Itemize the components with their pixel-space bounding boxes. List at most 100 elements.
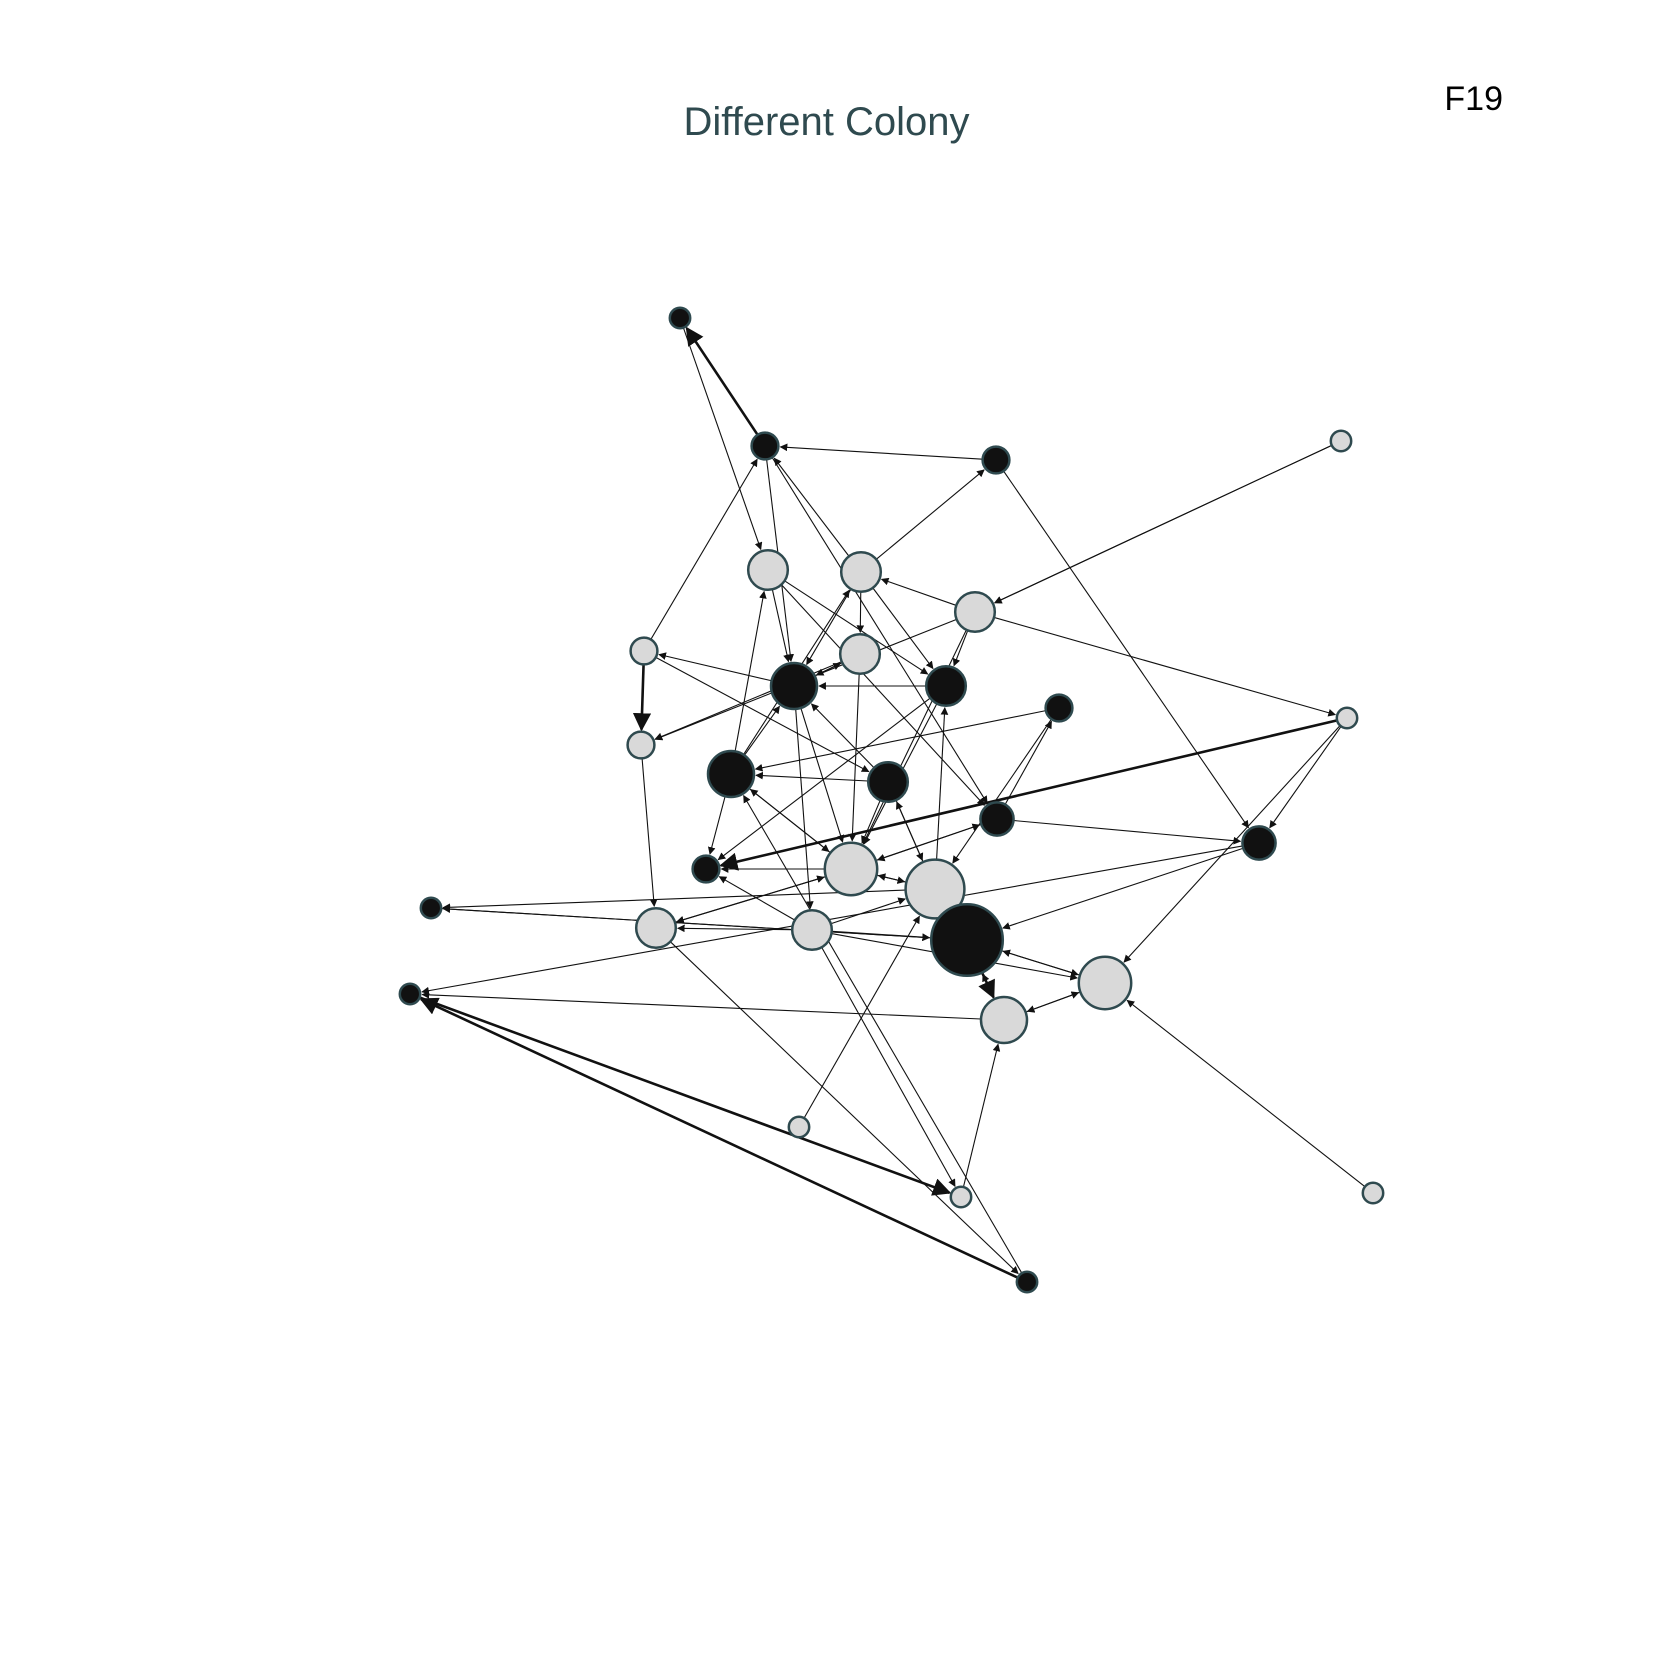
edge-n2-n1 xyxy=(685,326,759,436)
node-n4 xyxy=(1329,429,1353,453)
edge-n24-n20 xyxy=(674,875,825,923)
edge-n20-n16 xyxy=(875,823,981,862)
edge-n20-n14 xyxy=(749,789,831,854)
node-n10 xyxy=(769,661,819,711)
node-n27 xyxy=(398,982,422,1006)
node-n24 xyxy=(634,906,678,950)
node-n9 xyxy=(629,636,659,666)
edge-n24-n32 xyxy=(669,941,1019,1275)
node-n13 xyxy=(1044,693,1074,723)
edge-n21-n20 xyxy=(877,873,907,883)
edge-layer xyxy=(419,326,1366,1279)
node-n6 xyxy=(839,550,883,594)
edge-n13-n14 xyxy=(754,710,1046,772)
node-n2 xyxy=(750,431,780,461)
node-n22 xyxy=(929,902,1005,978)
node-n23 xyxy=(419,896,443,920)
edge-n21-n11 xyxy=(936,706,949,860)
edge-n25-n18 xyxy=(718,876,796,921)
edge-n25-n21 xyxy=(830,897,906,925)
edge-n19-n27 xyxy=(421,845,1243,995)
edge-n9-n15 xyxy=(655,656,870,773)
node-n21 xyxy=(904,858,966,920)
node-n30 xyxy=(787,1115,811,1139)
edge-n10-n8 xyxy=(814,663,842,677)
edge-n17-n19 xyxy=(1269,726,1342,829)
node-n5 xyxy=(746,548,790,592)
edge-n2-n16 xyxy=(771,457,988,804)
edge-n28-n27 xyxy=(421,990,982,1020)
edge-n30-n21 xyxy=(803,915,920,1119)
edge-n28-n22 xyxy=(982,973,995,1000)
node-layer xyxy=(398,306,1385,1294)
edge-n6-n2 xyxy=(773,457,850,557)
edge-n6-n11 xyxy=(872,587,934,670)
node-n1 xyxy=(668,306,692,330)
edge-n32-n14 xyxy=(743,794,1023,1274)
edge-n22-n23 xyxy=(442,905,932,939)
panel-label: F19 xyxy=(1444,80,1503,118)
edge-n6-n10 xyxy=(806,588,852,666)
edge-n29-n28 xyxy=(962,1043,1001,1188)
node-n18 xyxy=(691,854,721,884)
edge-n7-n17 xyxy=(993,616,1337,717)
edge-n10-n25 xyxy=(795,708,814,910)
edge-n3-n2 xyxy=(779,443,983,460)
node-n32 xyxy=(1015,1270,1039,1294)
edge-n4-n7 xyxy=(994,444,1332,604)
node-n25 xyxy=(790,908,834,952)
edge-n9-n12 xyxy=(632,664,652,732)
edge-n26-n22 xyxy=(1002,949,1081,976)
node-n29 xyxy=(949,1185,973,1209)
edge-n6-n3 xyxy=(875,469,985,560)
node-n17 xyxy=(1335,706,1359,730)
edge-n3-n19 xyxy=(1003,470,1249,829)
edge-n31-n26 xyxy=(1126,999,1366,1188)
edge-n25-n29 xyxy=(821,947,956,1188)
edge-n15-n10 xyxy=(810,703,875,769)
edge-n10-n9 xyxy=(658,652,772,682)
edge-n14-n10 xyxy=(743,705,780,756)
node-n26 xyxy=(1077,955,1133,1011)
edge-n21-n15 xyxy=(896,801,924,863)
edge-n1-n5 xyxy=(682,327,763,551)
edge-n17-n18 xyxy=(719,719,1338,871)
edge-n17-n26 xyxy=(1123,725,1341,963)
edge-n9-n2 xyxy=(650,458,758,640)
edge-n16-n13 xyxy=(1004,720,1052,805)
edge-n15-n20 xyxy=(861,800,881,844)
edge-n32-n27 xyxy=(419,997,1019,1279)
edge-n12-n24 xyxy=(641,758,658,908)
node-n15 xyxy=(866,760,910,804)
edge-n10-n20 xyxy=(800,707,845,843)
node-n14 xyxy=(706,749,756,799)
edge-n8-n20 xyxy=(848,673,860,842)
node-n28 xyxy=(979,995,1029,1045)
node-n31 xyxy=(1361,1181,1385,1205)
diagram-title: Different Colony xyxy=(683,100,970,144)
node-n20 xyxy=(823,841,879,897)
edge-n26-n28 xyxy=(1026,991,1081,1013)
node-n8 xyxy=(838,632,882,676)
edge-n15-n14 xyxy=(755,771,869,782)
node-n3 xyxy=(981,445,1011,475)
edge-n21-n23 xyxy=(442,889,906,912)
node-n11 xyxy=(924,664,968,708)
edge-n27-n29 xyxy=(419,996,952,1196)
edge-n7-n6 xyxy=(880,577,957,606)
node-n12 xyxy=(626,730,656,760)
edge-n7-n11 xyxy=(952,630,969,667)
node-n19 xyxy=(1241,825,1277,861)
edge-n5-n10 xyxy=(771,589,791,663)
edge-n13-n21 xyxy=(952,718,1052,864)
node-n7 xyxy=(953,590,997,634)
edge-n16-n19 xyxy=(1013,819,1242,845)
edge-n11-n18 xyxy=(717,697,931,861)
edge-n14-n18 xyxy=(707,796,726,855)
node-n16 xyxy=(979,801,1015,837)
edge-n19-n22 xyxy=(1002,847,1244,930)
edge-n5-n16 xyxy=(780,584,985,806)
edge-n14-n5 xyxy=(734,590,767,752)
